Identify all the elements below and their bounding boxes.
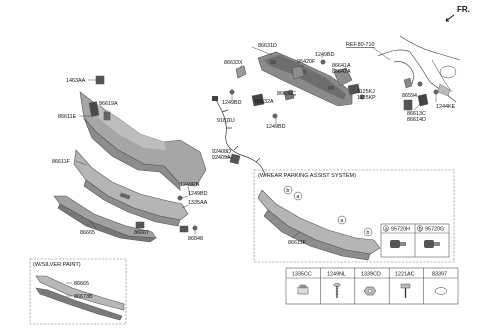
callout-1463aa: 1463AA (66, 78, 86, 84)
bolt-icon (177, 195, 183, 201)
parking-sensor-icon (424, 240, 440, 248)
marker-a-label: a (296, 194, 299, 200)
silver-paint-frame (29, 258, 127, 325)
parking-assist-frame (253, 169, 455, 263)
marker-b-label: b (286, 188, 289, 194)
callout-86631d: 86631D (258, 43, 277, 49)
callout-1335aa: 1335AA (188, 200, 208, 206)
plug-icon (434, 287, 448, 295)
callout-92408d: 92408D (212, 149, 231, 155)
nut-icon (363, 286, 377, 296)
marker-b-circle (283, 185, 293, 195)
bracket-86619a (103, 111, 111, 121)
callout-86614d: 86614D (407, 117, 426, 123)
bolt-icon (229, 89, 235, 95)
callout-86665: 86665 (80, 230, 95, 236)
callout-86633x: 86633X (224, 60, 243, 66)
connector-icon (212, 96, 218, 101)
fr-label: FR. (457, 5, 470, 14)
bolt-icon (417, 81, 423, 87)
part-86594 (403, 99, 413, 111)
reference-label: REF.80-710 (346, 42, 374, 48)
body-reference-panel (377, 35, 461, 103)
fastener-code: 1249NL (327, 272, 346, 278)
parking-sensor-icon (390, 240, 406, 248)
bolt-icon (320, 59, 326, 65)
bumper-cover-lower (73, 149, 189, 227)
callout-1249bd: 1249BD (222, 100, 242, 106)
front-direction-arrow-icon (445, 14, 455, 22)
garnish-86673b (35, 287, 123, 321)
bolt-icon (433, 89, 439, 95)
screw-icon (333, 283, 341, 298)
bracket-86633x (235, 65, 247, 79)
lamp-92408d (229, 153, 241, 165)
clip-1463aa (95, 75, 105, 85)
callout-1125kj: 1125KJ (357, 89, 375, 95)
bumper-cover-upper (79, 91, 207, 191)
callout-86613c: 86613C (407, 111, 426, 117)
callout-86611f: 86611F (52, 159, 71, 165)
callout-1125kp: 1125KP (357, 95, 376, 101)
bolt-icon (192, 225, 198, 231)
fastener-code: 83397 (432, 272, 447, 278)
callout-86594: 86594 (402, 93, 417, 99)
callout-95420f: 95420F (297, 59, 316, 65)
parking-assist-title: (W/REAR PARKING ASSIST SYSTEM) (258, 173, 356, 179)
marker-a-circle (337, 215, 347, 225)
diffuser-silver (35, 275, 125, 311)
callout-86848: 86848 (188, 236, 203, 242)
silver-paint-title: (W/SILVER PAINT) (33, 262, 81, 268)
wiring-harness-91870j (215, 99, 265, 173)
bolt-icon (359, 94, 365, 100)
part-86848 (179, 225, 189, 233)
legend-code-a: 95720H (391, 227, 410, 233)
callout-86673b: 86673B (74, 294, 93, 300)
callout-1249pn: 1249PN (180, 182, 200, 188)
bracket-86641a (333, 67, 353, 87)
clip-fastener-icon (297, 284, 309, 295)
fastener-table: 1335CC 1249NL 1339CD 1221AC 83397 (285, 267, 459, 305)
back-beam-assembly (257, 51, 353, 107)
callout-86642a: 86642A (332, 69, 351, 75)
legend-code-b: 95720G (425, 227, 444, 233)
callout-86667: 86667 (134, 230, 149, 236)
callout-86611e: 86611E (58, 114, 77, 120)
bolt-icon (400, 283, 411, 298)
bracket-86636c (283, 89, 295, 101)
marker-a-label: a (340, 218, 343, 224)
legend-marker-a: a (385, 227, 388, 233)
marker-a-circle (293, 191, 303, 201)
bolt-icon (272, 113, 278, 119)
parking-assist-box: (W/REAR PARKING ASSIST SYSTEM) b a a b 8… (253, 169, 455, 263)
part-86613c (417, 93, 429, 107)
fastener-code: 1335CC (292, 272, 312, 278)
callout-86636c: 86636C (277, 91, 296, 97)
rear-diffuser (53, 195, 157, 243)
callout-92409a: 92409A (212, 155, 231, 161)
marker-b-label: b (366, 230, 369, 236)
callout-86641a: 86641A (332, 63, 351, 69)
part-86667 (135, 221, 145, 229)
bracket-86642a (347, 83, 361, 96)
fastener-code: 1339CD (361, 272, 381, 278)
callout-86632a: 86632A (255, 99, 274, 105)
callout-1249bd: 1249BD (266, 124, 286, 130)
callout-86611f-pas: 86611F (288, 240, 307, 246)
silver-paint-box: (W/SILVER PAINT) 86665 86673B (29, 258, 127, 325)
bracket-95420f (291, 65, 305, 80)
marker-b-circle (363, 227, 373, 237)
callout-1249bd: 1249BD (315, 52, 335, 58)
callout-1244ke: 1244KE (436, 104, 456, 110)
callout-86665-silver: 86665 (74, 281, 89, 287)
callout-1249bd: 1249BD (188, 191, 208, 197)
callout-91870j: 91870J (217, 118, 235, 124)
fastener-code: 1221AC (395, 272, 415, 278)
legend-marker-b: b (419, 227, 422, 233)
callout-86619a: 86619A (99, 101, 118, 107)
